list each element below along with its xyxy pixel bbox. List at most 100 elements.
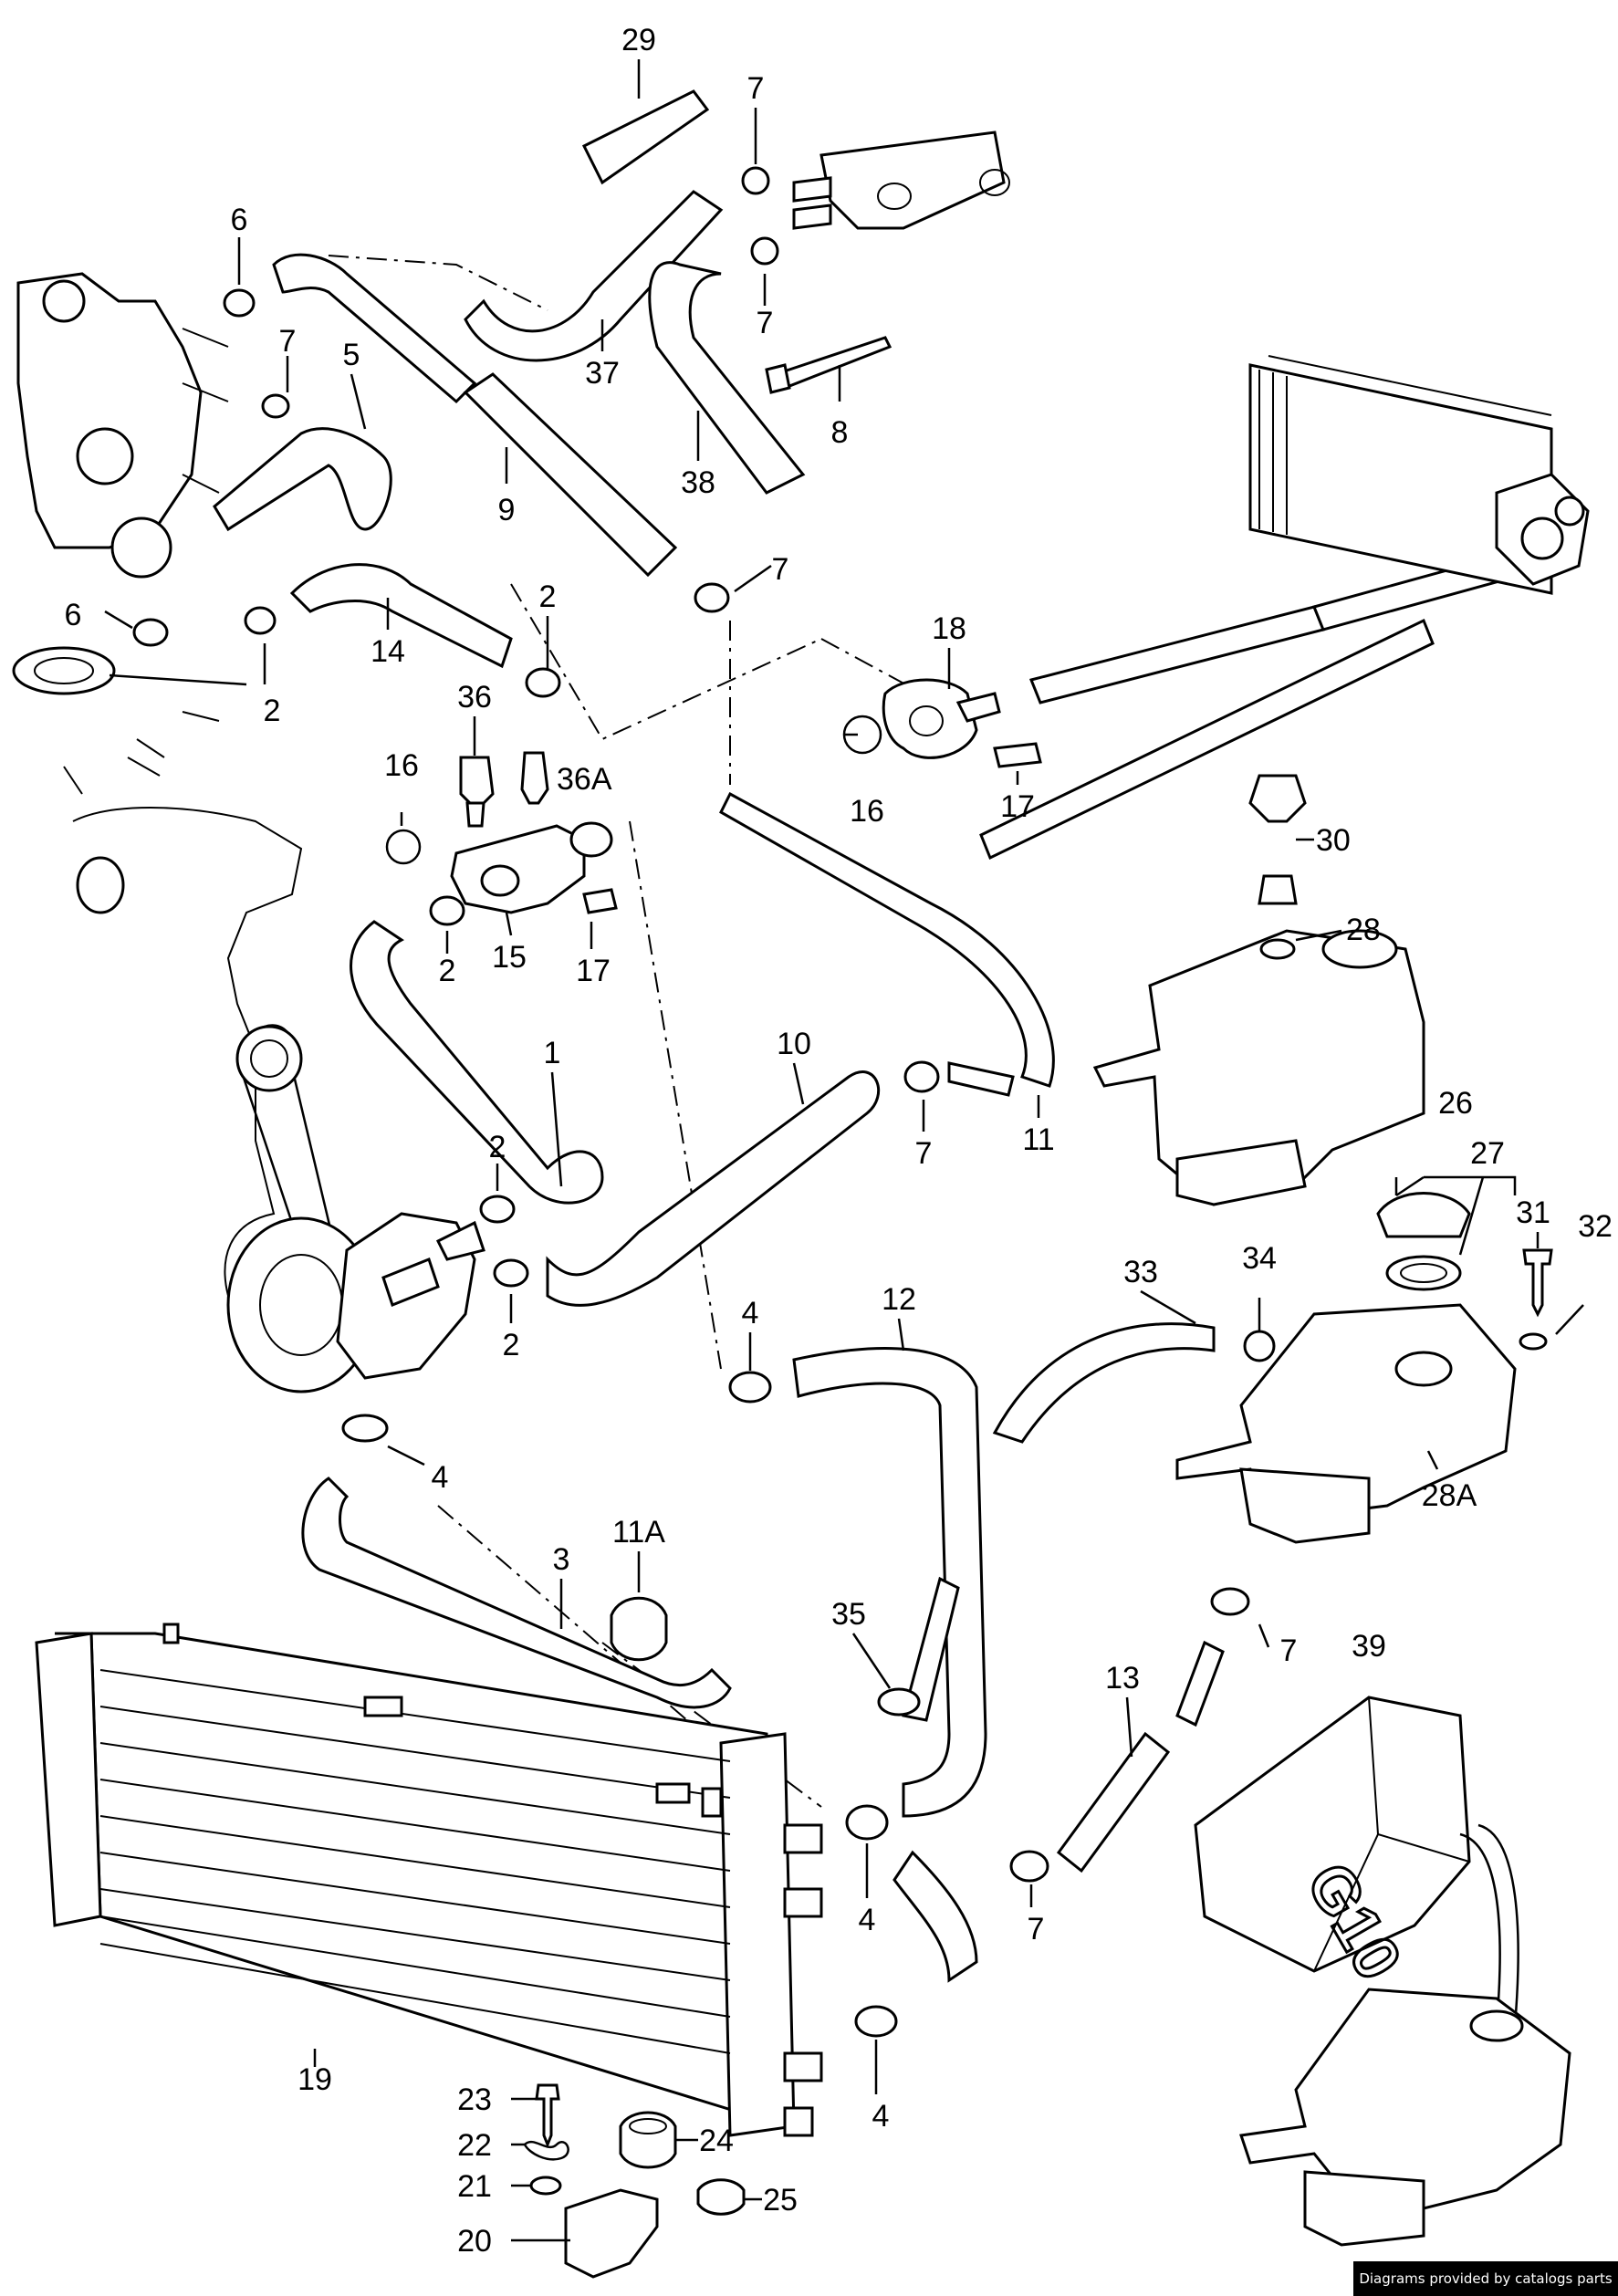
- hose-29: [581, 89, 710, 185]
- callout-17: 17: [1000, 789, 1035, 824]
- coolant-can-39: [1194, 1696, 1471, 1973]
- callout-2: 2: [264, 694, 281, 728]
- hose-12: [792, 1347, 987, 1818]
- callout-21: 21: [457, 2169, 492, 2204]
- callout-14: 14: [371, 634, 405, 669]
- hose-1: [350, 920, 604, 1205]
- callout-35: 35: [831, 1597, 866, 1632]
- hose-33: [992, 1322, 1216, 1444]
- clamp-35: [877, 1687, 921, 1717]
- bolt-17-left: [582, 888, 618, 914]
- callout-6: 6: [65, 598, 82, 632]
- hose-14: [289, 563, 513, 669]
- hose-9: [463, 372, 678, 578]
- callout-1: 1: [544, 1036, 561, 1070]
- thermostat-housing-15: [450, 824, 586, 914]
- hose-11: [719, 791, 1055, 1088]
- hose-clamps: [132, 166, 1276, 2038]
- callout-17: 17: [576, 954, 611, 988]
- clip-22: [523, 2140, 569, 2161]
- cable-tie-8: [773, 336, 893, 390]
- cap-26: [1376, 1192, 1471, 1238]
- credit-label: Diagrams provided by catalogs parts: [1353, 2261, 1618, 2296]
- engine-block: [72, 807, 303, 1297]
- grommet-25: [696, 2178, 746, 2216]
- callout-25: 25: [763, 2183, 798, 2218]
- clamp-7-top1: [741, 166, 770, 195]
- clamp-7-r: [1210, 1587, 1250, 1616]
- callout-28: 28: [1346, 913, 1381, 947]
- carburetor-body: [16, 272, 203, 549]
- washer-32: [1519, 1332, 1548, 1351]
- callout-2: 2: [489, 1130, 506, 1164]
- washer-21: [529, 2176, 562, 2196]
- clamp-4-b: [341, 1414, 389, 1443]
- clamp-4-d: [854, 2005, 898, 2038]
- heater-core: [1248, 363, 1553, 595]
- clamp-7-top2: [750, 236, 779, 266]
- bushing-24: [619, 2111, 677, 2169]
- clamp-6-top: [223, 288, 256, 318]
- callout-24: 24: [699, 2124, 734, 2158]
- callout-labels: 29 7 7 8 6 37 38 7 5 9 6 7 2 14 2 18 16 …: [65, 23, 1613, 2259]
- clamp-7-11: [903, 1060, 940, 1093]
- callout-4: 4: [742, 1296, 759, 1331]
- hose-33-lower: [902, 1576, 960, 1722]
- bracket-20: [564, 2188, 659, 2279]
- callout-3: 3: [553, 1542, 570, 1577]
- callout-7: 7: [772, 552, 789, 587]
- clamp-11A: [610, 1596, 668, 1662]
- callout-32: 32: [1578, 1209, 1613, 1244]
- callout-18: 18: [932, 611, 966, 646]
- callout-5: 5: [343, 338, 360, 372]
- clamp-2-b: [525, 667, 561, 698]
- callout-36A: 36A: [557, 762, 612, 797]
- callout-7: 7: [1028, 1912, 1045, 1946]
- callout-4: 4: [859, 1903, 876, 1937]
- callout-13: 13: [1105, 1661, 1140, 1696]
- callout-2: 2: [439, 954, 456, 988]
- flange-18: [882, 678, 978, 759]
- hose-heater-upper: [1028, 605, 1326, 704]
- leader-lines: [104, 59, 1584, 2242]
- callout-15: 15: [492, 940, 527, 975]
- callout-38: 38: [681, 465, 715, 500]
- callout-11: 11: [1022, 1122, 1054, 1157]
- engine-parts: G10: [12, 130, 1590, 2279]
- callout-34: 34: [1242, 1241, 1277, 1276]
- sensor-36A: [520, 751, 549, 805]
- callout-6: 6: [231, 203, 248, 237]
- clamp-4-c: [845, 1804, 889, 1841]
- clamp-2-c: [429, 895, 465, 926]
- callout-27: 27: [1470, 1136, 1505, 1171]
- callout-7: 7: [747, 71, 765, 106]
- callout-2: 2: [539, 579, 557, 614]
- clamp-2-d: [479, 1195, 516, 1224]
- callout-7: 7: [915, 1136, 933, 1171]
- hose-5: [213, 427, 392, 532]
- callout-4: 4: [872, 2099, 890, 2134]
- callout-28A: 28A: [1422, 1478, 1477, 1513]
- clamp-34: [1243, 1330, 1276, 1362]
- callout-16: 16: [850, 794, 884, 829]
- screw-31: [1522, 1248, 1553, 1318]
- sensor-36: [459, 756, 495, 805]
- callout-22: 22: [457, 2128, 492, 2163]
- hose-38: [648, 261, 806, 495]
- flange: [12, 646, 116, 695]
- hose-10: [546, 1070, 881, 1307]
- callout-23: 23: [457, 2082, 492, 2117]
- callout-4: 4: [432, 1460, 449, 1495]
- callout-16: 16: [384, 748, 419, 783]
- clamp-7-mid: [694, 582, 730, 613]
- callout-11A: 11A: [612, 1515, 665, 1550]
- callout-7: 7: [1280, 1633, 1298, 1668]
- hose-top-left: [272, 253, 477, 404]
- callout-2: 2: [503, 1328, 520, 1362]
- callout-19: 19: [298, 2062, 332, 2097]
- clamp-4-a: [728, 1371, 772, 1404]
- screw-23: [535, 2083, 560, 2149]
- callout-20: 20: [457, 2224, 492, 2259]
- cap-30: [1248, 774, 1307, 823]
